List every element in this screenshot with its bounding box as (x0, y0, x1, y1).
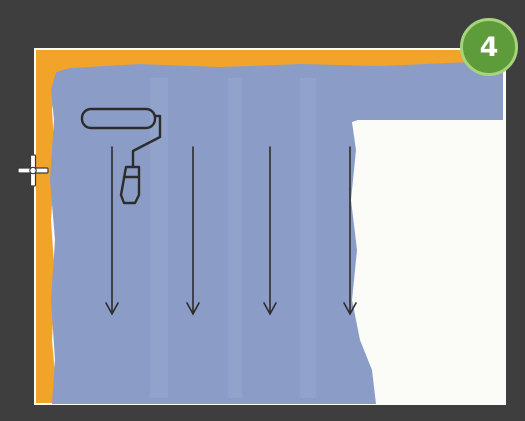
step-number-badge: 4 (460, 18, 518, 76)
step-number-label: 4 (480, 34, 499, 61)
